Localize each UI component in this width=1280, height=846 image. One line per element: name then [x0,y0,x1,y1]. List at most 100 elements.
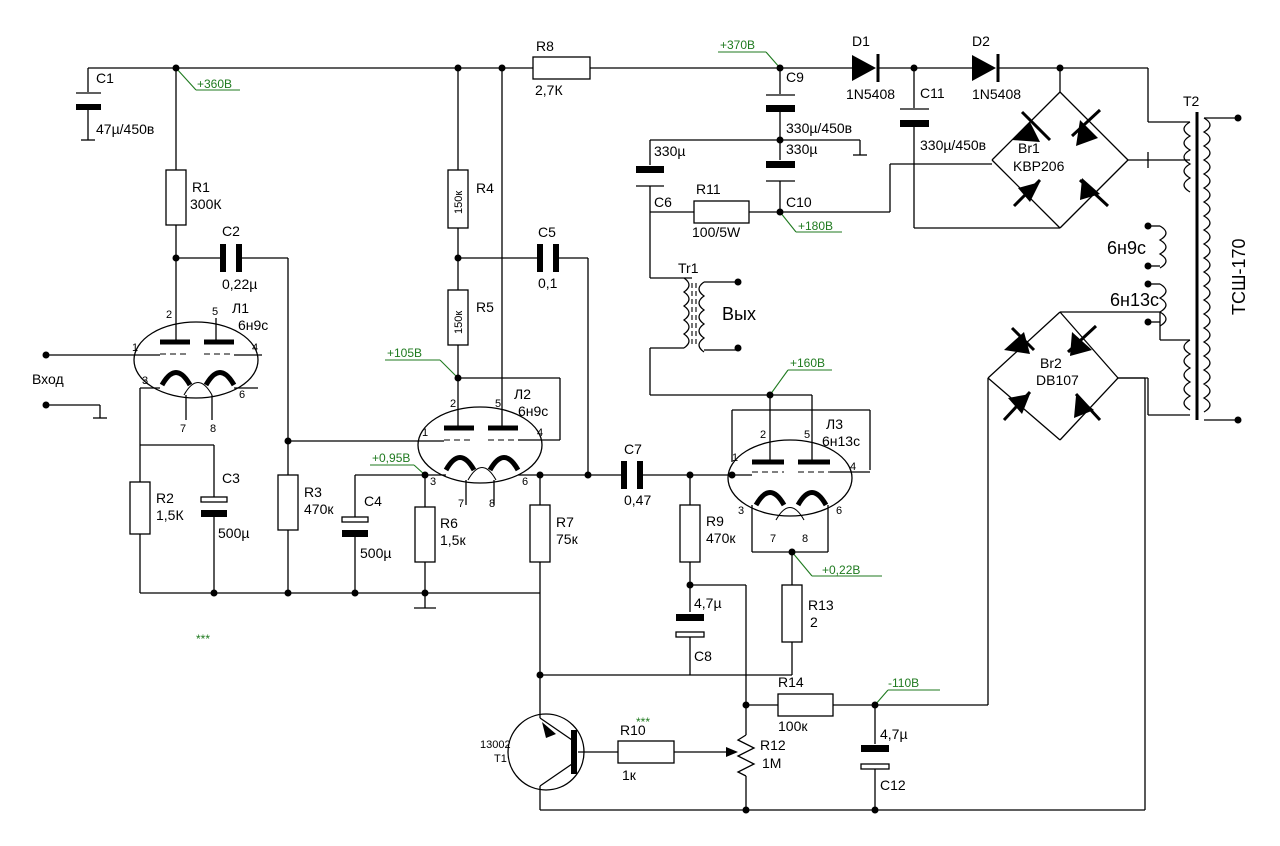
svg-text:+180В: +180В [798,219,833,233]
bridge-br1: Br1 KBP206 [914,68,1190,229]
svg-text:C4: C4 [364,493,382,509]
svg-text:0,22µ: 0,22µ [222,276,257,292]
capacitor-c7: C7 0,47 [540,441,730,508]
resistor-r5: 150к R5 [447,289,494,378]
svg-text:2: 2 [760,429,766,441]
svg-text:Вход: Вход [32,371,64,387]
input-terminal: Вход [32,351,107,419]
svg-text:+370В: +370В [720,38,755,52]
resistor-r11: R11 100/5W [650,164,891,240]
svg-text:1: 1 [422,427,428,439]
capacitor-c10: 330µ C10 [766,141,817,212]
capacitor-c8: 4,7µ C8 [675,584,747,735]
svg-text:6н13с: 6н13с [1110,290,1159,310]
svg-text:C2: C2 [222,223,240,239]
resistor-r4: 150к R4 [447,68,494,290]
svg-text:330µ: 330µ [654,143,685,159]
svg-text:6н9с: 6н9с [238,317,268,333]
resistor-r13: R13 2 [540,552,834,676]
svg-text:6: 6 [239,389,245,401]
svg-text:C6: C6 [654,194,672,210]
svg-text:C3: C3 [222,470,240,486]
svg-text:150к: 150к [453,311,465,334]
svg-text:3: 3 [430,476,436,488]
svg-text:Br2: Br2 [1040,355,1062,371]
svg-text:1N5408: 1N5408 [972,86,1021,102]
svg-text:T1: T1 [494,753,507,765]
svg-text:R9: R9 [706,513,724,529]
svg-text:300К: 300К [190,196,222,212]
svg-text:C5: C5 [538,224,556,240]
svg-text:Л2: Л2 [514,386,531,402]
svg-text:+0,22В: +0,22В [822,563,860,577]
svg-text:7: 7 [180,423,186,435]
svg-text:5: 5 [495,398,501,410]
svg-text:6: 6 [522,476,528,488]
svg-text:R4: R4 [476,180,494,196]
svg-text:4,7µ: 4,7µ [694,595,722,611]
svg-text:D2: D2 [972,33,990,49]
svg-text:+160В: +160В [790,356,825,370]
c1-value: 47µ/450в [96,121,154,137]
svg-text:0,1: 0,1 [538,275,558,291]
svg-text:-110В: -110В [888,676,919,690]
svg-text:R5: R5 [476,299,494,315]
svg-text:1: 1 [732,452,738,464]
resistor-r7: R7 75к [529,475,579,710]
svg-text:150к: 150к [453,191,465,214]
tube-l2: 1 2 3 4 5 6 7 8 Л2 6н9с [288,68,561,510]
transistor-t1: 13002 T1 [480,710,585,810]
svg-text:7: 7 [458,498,464,510]
svg-text:T2: T2 [1183,93,1200,109]
svg-text:8: 8 [210,423,216,435]
capacitor-c5: C5 0,1 [458,224,589,475]
svg-text:5: 5 [804,429,810,441]
svg-text:D1: D1 [852,33,870,49]
resistor-r10: R10 *** 1к [578,715,738,783]
svg-text:5: 5 [212,306,218,318]
resistor-r14: R14 100к [746,674,875,734]
note-mark-left: *** [196,632,210,646]
resistor-r8: R8 2,7К [532,38,591,98]
resistor-r1: R1 300К [165,68,222,343]
svg-text:1к: 1к [622,767,637,783]
svg-text:6н9с: 6н9с [1107,238,1146,258]
svg-text:+360В: +360В [197,77,232,91]
svg-text:Л1: Л1 [232,300,249,316]
svg-text:R7: R7 [556,514,574,530]
svg-text:Л3: Л3 [826,416,843,432]
svg-text:1N5408: 1N5408 [846,86,895,102]
voltage-105: +105В [385,346,459,379]
svg-text:R6: R6 [440,515,458,531]
transformer-t2: T2 ТСШ-170 6н9с 6н13с [1060,93,1249,424]
svg-text:2: 2 [810,614,818,630]
capacitor-c11: C11 330µ/450в [890,68,992,228]
tube-l3: 1 2 3 4 5 6 7 8 Л3 6н13с [727,394,871,553]
note-mark-r10: *** [636,715,650,729]
resistor-r3: R3 470к [277,474,334,593]
voltage-180: +180В [779,211,842,233]
svg-text:R10: R10 [620,722,646,738]
svg-text:1,5к: 1,5к [440,532,466,548]
svg-text:13002: 13002 [480,739,511,751]
svg-text:Tr1: Tr1 [678,260,699,276]
svg-text:1M: 1M [762,755,781,771]
svg-text:R2: R2 [156,490,174,506]
c1-ref: C1 [96,70,114,86]
svg-text:R1: R1 [192,179,210,195]
svg-text:3: 3 [142,375,148,387]
svg-text:C7: C7 [624,441,642,457]
svg-text:2: 2 [450,398,456,410]
voltage-360: +360В [175,67,240,91]
capacitor-c6: 330µ C6 [636,139,867,278]
svg-text:R8: R8 [536,38,554,54]
svg-text:ТСШ-170: ТСШ-170 [1229,238,1249,315]
transformer-tr1: Tr1 Вых [649,260,770,396]
capacitor-c1: C1 47µ/450в [76,68,154,141]
svg-text:2: 2 [166,309,172,321]
svg-text:470к: 470к [304,501,334,517]
svg-text:0,47: 0,47 [624,492,651,508]
svg-text:C9: C9 [786,69,804,85]
svg-text:R11: R11 [696,181,721,197]
svg-text:KBP206: KBP206 [1013,158,1065,174]
